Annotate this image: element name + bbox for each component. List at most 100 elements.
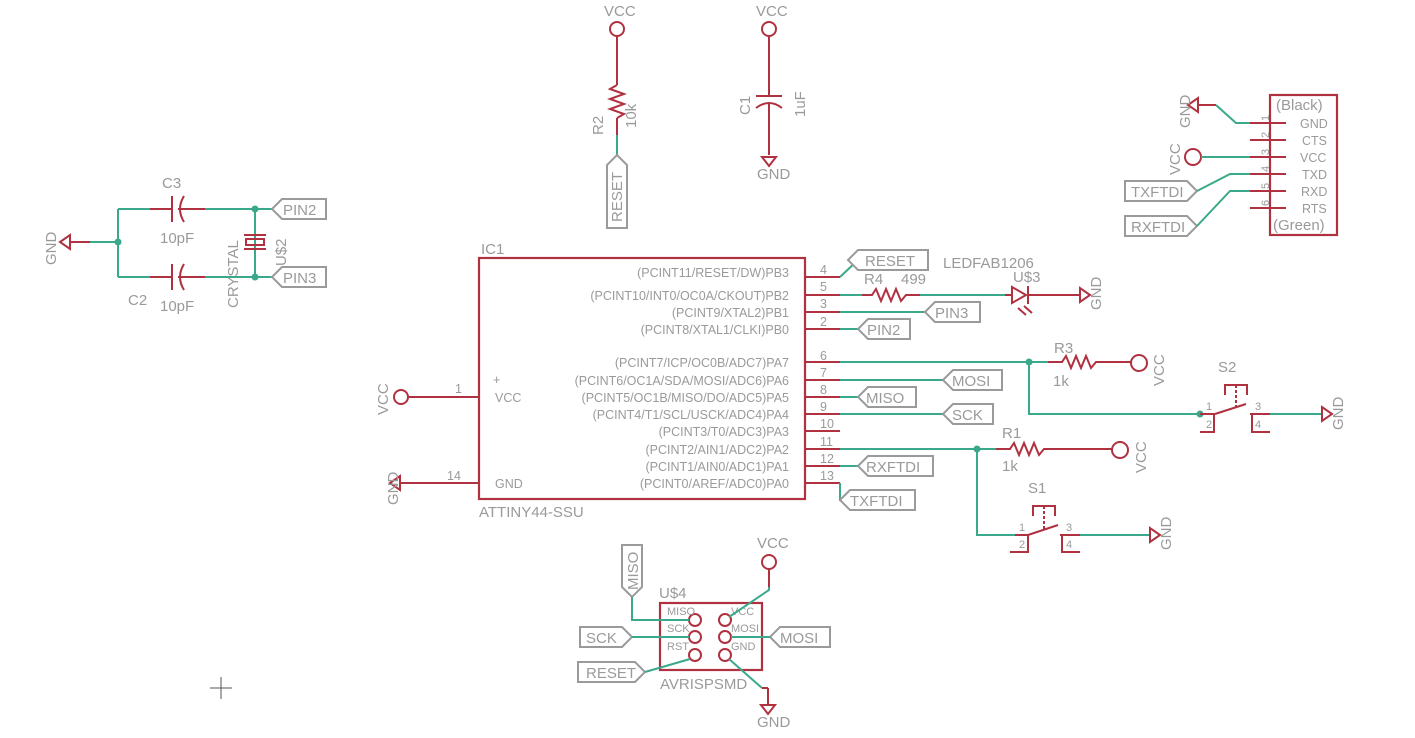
supply-vcc: VCC (1133, 441, 1150, 473)
r4-resistor[interactable] (862, 286, 920, 304)
switch-s1[interactable]: S1 12 34 (1010, 480, 1080, 553)
ic1-left_pins-1-num: 14 (447, 469, 461, 483)
c1-name: C1 (737, 96, 754, 115)
r3-name: R3 (1054, 340, 1073, 357)
s2-pins-2: 3 (1255, 401, 1261, 413)
isp-pins-0: MISO (667, 606, 696, 618)
wire-segment (606, 153, 628, 229)
net-label-reset[interactable]: RESET (846, 249, 929, 271)
ic1-plus: + (493, 373, 500, 387)
net-label-pin3[interactable]: PIN3 (270, 266, 327, 288)
r2-resistor[interactable]: VCC R2 10k RESET (590, 3, 640, 229)
vcc-symbol (761, 554, 777, 570)
net-label-pin3[interactable]: PIN3 (923, 301, 981, 323)
ic1-body[interactable] (477, 256, 807, 501)
wire-segment (621, 544, 643, 599)
nets-mosi: MOSI (952, 373, 990, 390)
s1-pins-1: 2 (1019, 539, 1025, 551)
net-label-pin2[interactable]: PIN2 (856, 318, 911, 340)
gnd-symbol (1079, 286, 1092, 304)
wire-segment (768, 626, 831, 648)
ftdi-pins-4-num: 5 (1260, 183, 1272, 189)
c3-name: C3 (162, 175, 181, 192)
net-label-txftdi[interactable]: TXFTDI (1124, 180, 1199, 202)
net-label-miso-vertical[interactable]: MISO (621, 544, 643, 599)
ic1-right_pins-2-num: 3 (820, 297, 827, 311)
wire-segment (114, 238, 122, 246)
vcc-symbol (1130, 354, 1148, 372)
switch-s2[interactable]: S2 12 34 (1200, 359, 1270, 433)
net-label-mosi[interactable]: MOSI (768, 626, 831, 648)
ic1-attiny44[interactable]: IC1 ATTINY44-SSU VCC 1 + VCC GND 14 GND … (375, 241, 840, 521)
net-label-rxftdi[interactable]: RXFTDI (1124, 215, 1199, 237)
wire-segment (1010, 535, 1029, 553)
net-label-miso[interactable]: MISO (856, 386, 917, 408)
s2-pins-3: 4 (1255, 419, 1261, 431)
net-label-sck[interactable]: SCK (941, 403, 994, 425)
wire-segment (251, 273, 259, 281)
nets-right[interactable]: RESET R4 499 LEDFAB1206 U$3 GND PIN3 PIN… (838, 249, 1347, 553)
ic1-right_pins-0-num: 4 (820, 263, 827, 277)
supply-vcc: VCC (757, 535, 789, 552)
pin-pa4: (PCINT4/T1/SCL/USCK/ADC4)PA4 (593, 408, 789, 422)
ftdi-header[interactable]: (Black) (Green) GND CTS VCC TXD RXD RTS … (1124, 93, 1339, 237)
wire-segment (270, 266, 327, 288)
net-label-rxftdi[interactable]: RXFTDI (856, 455, 934, 477)
ftdi-pin-rxd: RXD (1301, 185, 1327, 199)
ftdi-pins-0-num: 1 (1260, 115, 1272, 121)
vcc-symbol (1111, 441, 1129, 459)
ftdi-pin-rts: RTS (1302, 202, 1327, 216)
wire-segment (1124, 180, 1199, 202)
s1-pins-2: 3 (1066, 522, 1072, 534)
vcc-symbol (761, 21, 777, 37)
net-label-mosi[interactable]: MOSI (941, 369, 1003, 391)
ftdi-pins-5-num: 6 (1260, 200, 1272, 206)
ic1-right_pins-11-num: 13 (820, 469, 834, 483)
wire-segment (856, 386, 917, 408)
wire-segment (718, 630, 732, 644)
s2-pins-0: 1 (1206, 401, 1212, 413)
crystal-section[interactable]: GND C3 10pF C2 10pF CRYSTAL U$2 PIN2 PIN… (43, 175, 327, 315)
wire-segment (607, 84, 627, 119)
nets-sck: SCK (952, 407, 983, 424)
wire-segment (1027, 524, 1059, 536)
s1-name: S1 (1028, 480, 1046, 497)
pin-pb0: (PCINT8/XTAL1/CLKI)PB0 (641, 323, 789, 337)
wire-segment (728, 658, 763, 689)
net-label-reset[interactable]: RESET (577, 661, 647, 683)
c2-value: 10pF (160, 298, 194, 315)
supply-gnd: GND (1177, 95, 1194, 129)
r3-resistor[interactable] (1048, 353, 1131, 371)
ftdi-pin-vcc: VCC (1300, 151, 1326, 165)
isp-name: U$4 (659, 585, 687, 602)
supply-gnd: GND (1088, 277, 1105, 311)
c3-value: 10pF (160, 230, 194, 247)
wire-segment (1268, 93, 1339, 237)
c1-capacitor[interactable]: VCC GND C1 1uF (737, 3, 809, 183)
nets-reset: RESET (609, 172, 626, 222)
r1-resistor[interactable] (996, 440, 1112, 458)
nets-txftdi: TXFTDI (1131, 184, 1184, 201)
led-u3[interactable]: LEDFAB1206 U$3 (943, 255, 1080, 316)
wire-segment (976, 449, 1015, 536)
pin-pb1: (PCINT9/XTAL2)PB1 (672, 306, 789, 320)
net-label-txftdi[interactable]: TXFTDI (838, 489, 916, 511)
net-label-pin2[interactable]: PIN2 (270, 198, 327, 220)
group: 1 2 3 4 5 6 (1260, 115, 1272, 206)
wire-segment (1017, 305, 1033, 316)
ic1-left_pins-0-num: 1 (455, 382, 462, 396)
ic1-right_pins-5-num: 7 (820, 366, 827, 380)
vcc-symbol (393, 389, 409, 405)
nets-pin2: PIN2 (867, 322, 900, 339)
wire-segment (1196, 190, 1250, 227)
net-label-reset-vertical[interactable]: RESET (606, 153, 628, 229)
supply-vcc: VCC (375, 383, 392, 415)
s1-pins-3: 4 (1066, 539, 1072, 551)
net-label-sck[interactable]: SCK (579, 626, 634, 648)
ic1-right_pins-9-num: 11 (820, 435, 833, 449)
pin-pa0: (PCINT0/AREF/ADC0)PA0 (640, 477, 789, 491)
isp-pins-1: SCK (667, 623, 690, 635)
wire-segment (245, 238, 265, 246)
